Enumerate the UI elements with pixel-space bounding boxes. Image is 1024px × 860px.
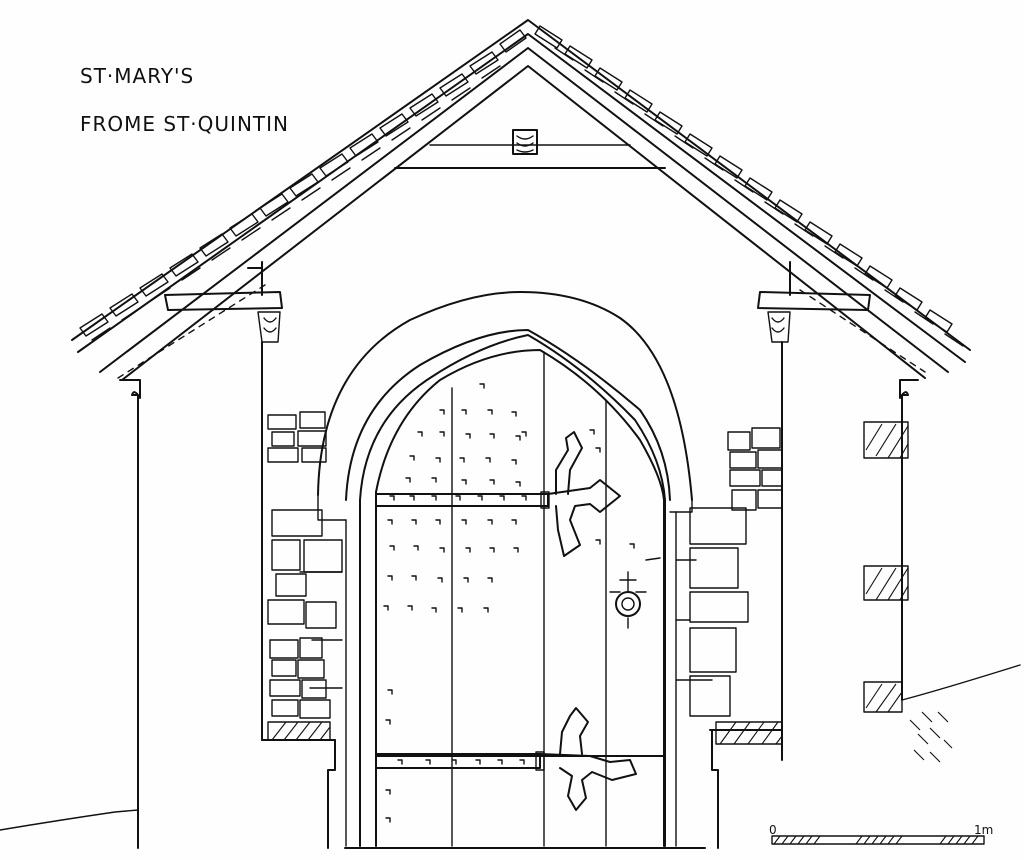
door-boards [451,351,607,847]
gable-vent-grain [516,135,534,153]
right-wall-plate [757,291,871,311]
lower-hinge-pin [535,751,545,771]
outer-wall-stone-2 [863,565,909,601]
right-plinth [711,729,719,849]
right-outer-wall [899,379,919,701]
left-hatched-stone [267,721,331,741]
scale-segment-3 [939,835,979,845]
roof-tiles-right [534,25,964,347]
left-corbel [257,311,281,343]
scale-segment-2 [855,835,903,845]
outer-wall-stone-3 [863,681,903,713]
left-plinth [327,739,336,849]
roof-dashed-right [799,289,926,373]
scale-start-label: 0 [769,823,777,837]
arch-left-spring [317,494,347,521]
scale-segment-1 [773,835,821,845]
right-hatched-stone [715,721,783,745]
upper-hinge-tail [555,431,583,495]
right-corbel-detail [771,317,785,333]
scale-end-label: 1m [974,823,994,837]
lower-hinge-scroll [539,753,637,811]
bargeboard-outer [99,47,949,373]
gable-vent-square [512,129,538,155]
stonework-right [689,421,953,763]
latch-plate [645,557,661,561]
scale-bar-frame [771,835,985,845]
title-line-2: FROME ST·QUINTIN [80,112,289,136]
right-corbel [767,311,791,343]
left-wall-plate [164,291,283,311]
jamb-joints-right [675,559,713,681]
arch-outer [317,291,693,501]
upper-hinge-pin [540,491,550,509]
roof-tile-underline [77,33,966,363]
pointed-arch [299,291,713,847]
door-outline [375,349,665,847]
title-line-1: ST·MARY'S [80,64,195,88]
ring-backplate [609,571,647,629]
upper-strap-hinge [375,493,549,507]
lower-hinge-tail [559,707,589,755]
door-studs [383,383,635,823]
roof-dashed-left [117,284,266,379]
door [375,349,665,847]
door-ring-handle[interactable] [609,557,661,629]
left-outer-wall [119,379,141,849]
roof-tiles-left [79,29,527,341]
outer-wall-stone-1 [863,421,909,459]
arch-inner [359,334,666,847]
ring-handle [615,591,641,617]
stonework-left [267,411,343,741]
ground-right [901,664,1021,701]
jamb-joints-left [299,571,343,689]
lower-strap-hinge [375,753,541,769]
arch-mid [345,329,671,501]
upper-hinge-scroll [547,479,621,557]
roof-outer-edge [71,19,971,351]
bargeboard-inner [121,65,926,381]
left-corbel-detail [263,317,277,333]
ground-left [0,809,139,831]
ring-boss [621,597,635,611]
porch-walls [0,261,1021,849]
gable [394,129,666,169]
arch-right-spring [669,499,693,513]
ground-rubble-hatch [909,711,953,763]
scale-bar [771,835,985,845]
roof [71,19,971,381]
